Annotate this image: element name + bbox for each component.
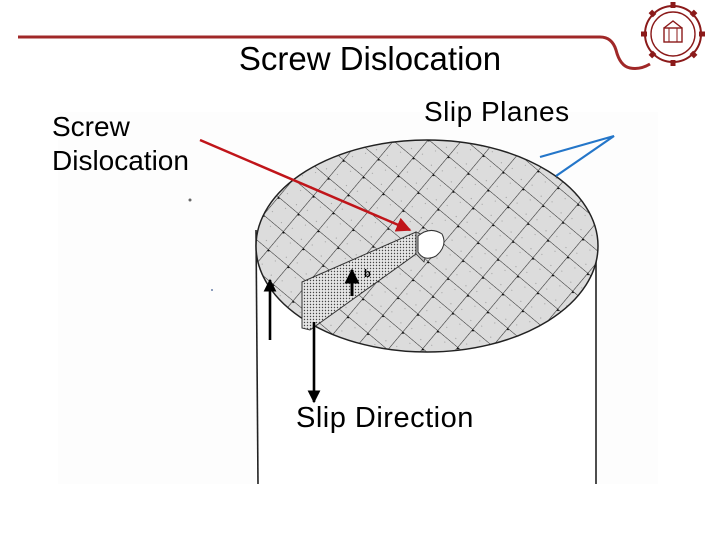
burgers-vector-label: b <box>364 268 371 280</box>
dislocation-core <box>417 230 445 259</box>
slip-direction-label: Slip Direction <box>296 402 474 434</box>
left-label-line2: Dislocation <box>52 145 189 176</box>
left-label-line1: Screw <box>52 111 130 142</box>
slip-planes-label: Slip Planes <box>424 96 570 127</box>
slip-plane-surface <box>255 139 599 353</box>
university-crest-icon <box>641 2 705 66</box>
slip-plane-pointer <box>539 134 615 177</box>
dislocation-pointer-arrow <box>199 138 412 232</box>
slide-title: Screw Dislocation <box>238 40 502 77</box>
screw-dislocation-label: Screw Dislocation <box>52 110 189 178</box>
header-rule <box>18 35 651 70</box>
